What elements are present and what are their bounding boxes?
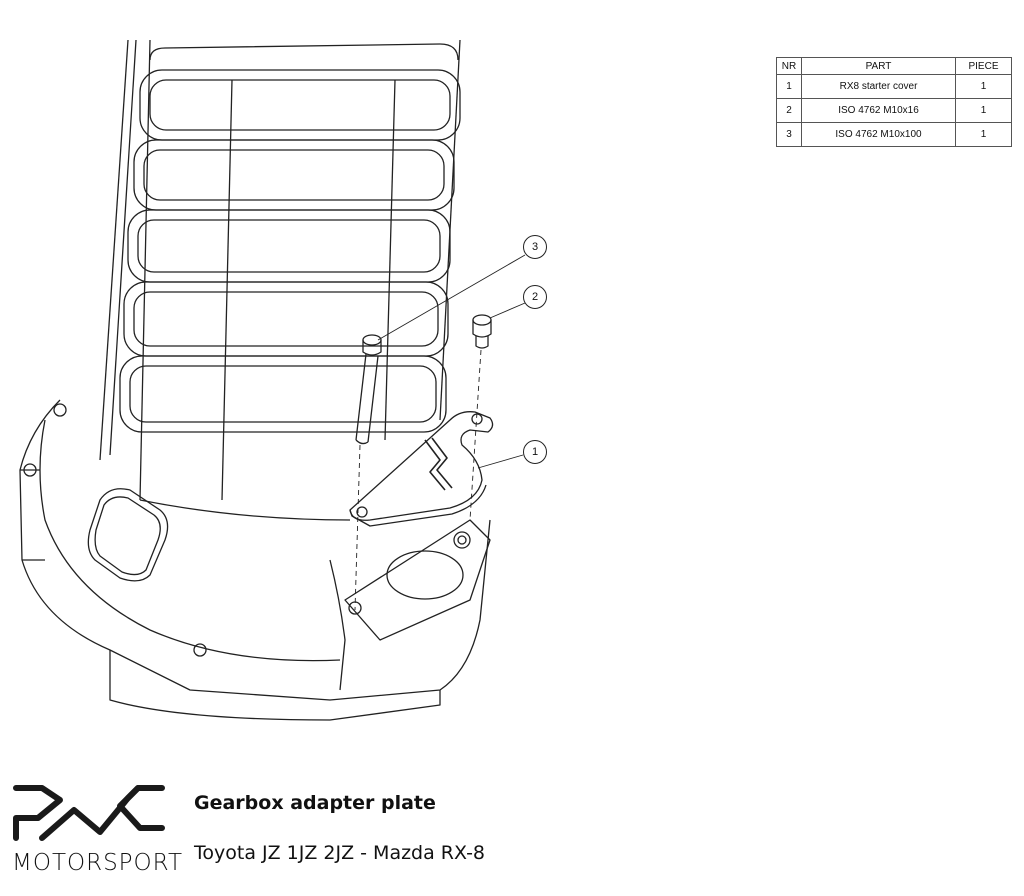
bom-part: RX8 starter cover [801, 74, 956, 99]
bom-row: 1 RX8 starter cover 1 [776, 74, 1012, 99]
bellhousing [19, 399, 491, 721]
drawing-title: Gearbox adapter plate [194, 792, 436, 814]
bolt-m10x16 [472, 314, 492, 349]
bom-header-row: NR PART PIECE [776, 57, 1012, 75]
bom-nr: 1 [776, 74, 802, 99]
balloon-3: 3 [523, 235, 547, 259]
bom-header-nr: NR [776, 57, 802, 75]
bom-row: 3 ISO 4762 M10x100 1 [776, 122, 1012, 147]
starter-cover-plate [349, 411, 494, 527]
bom-row: 2 ISO 4762 M10x16 1 [776, 98, 1012, 123]
balloon-2: 2 [523, 285, 547, 309]
bom-part: ISO 4762 M10x100 [801, 122, 956, 147]
bom-piece: 1 [955, 74, 1012, 99]
leader-lines [377, 254, 526, 469]
centre-lines [354, 349, 482, 611]
bolt-m10x100 [355, 334, 382, 445]
gearbox-ribbed-tube [99, 39, 461, 501]
bom-header-piece: PIECE [955, 57, 1012, 75]
bom-nr: 3 [776, 122, 802, 147]
bom-piece: 1 [955, 122, 1012, 147]
bill-of-materials-table: NR PART PIECE 1 RX8 starter cover 1 2 IS… [776, 57, 1012, 147]
drawing-subtitle: Toyota JZ 1JZ 2JZ - Mazda RX-8 [194, 842, 486, 864]
bom-header-part: PART [801, 57, 956, 75]
exploded-assembly-drawing [19, 39, 526, 721]
pmc-logo-mark [13, 785, 165, 841]
bom-piece: 1 [955, 98, 1012, 123]
balloon-1: 1 [523, 440, 547, 464]
bom-part: ISO 4762 M10x16 [801, 98, 956, 123]
logo-motorsport-text: MOTORSPORT [12, 850, 184, 876]
bom-nr: 2 [776, 98, 802, 123]
